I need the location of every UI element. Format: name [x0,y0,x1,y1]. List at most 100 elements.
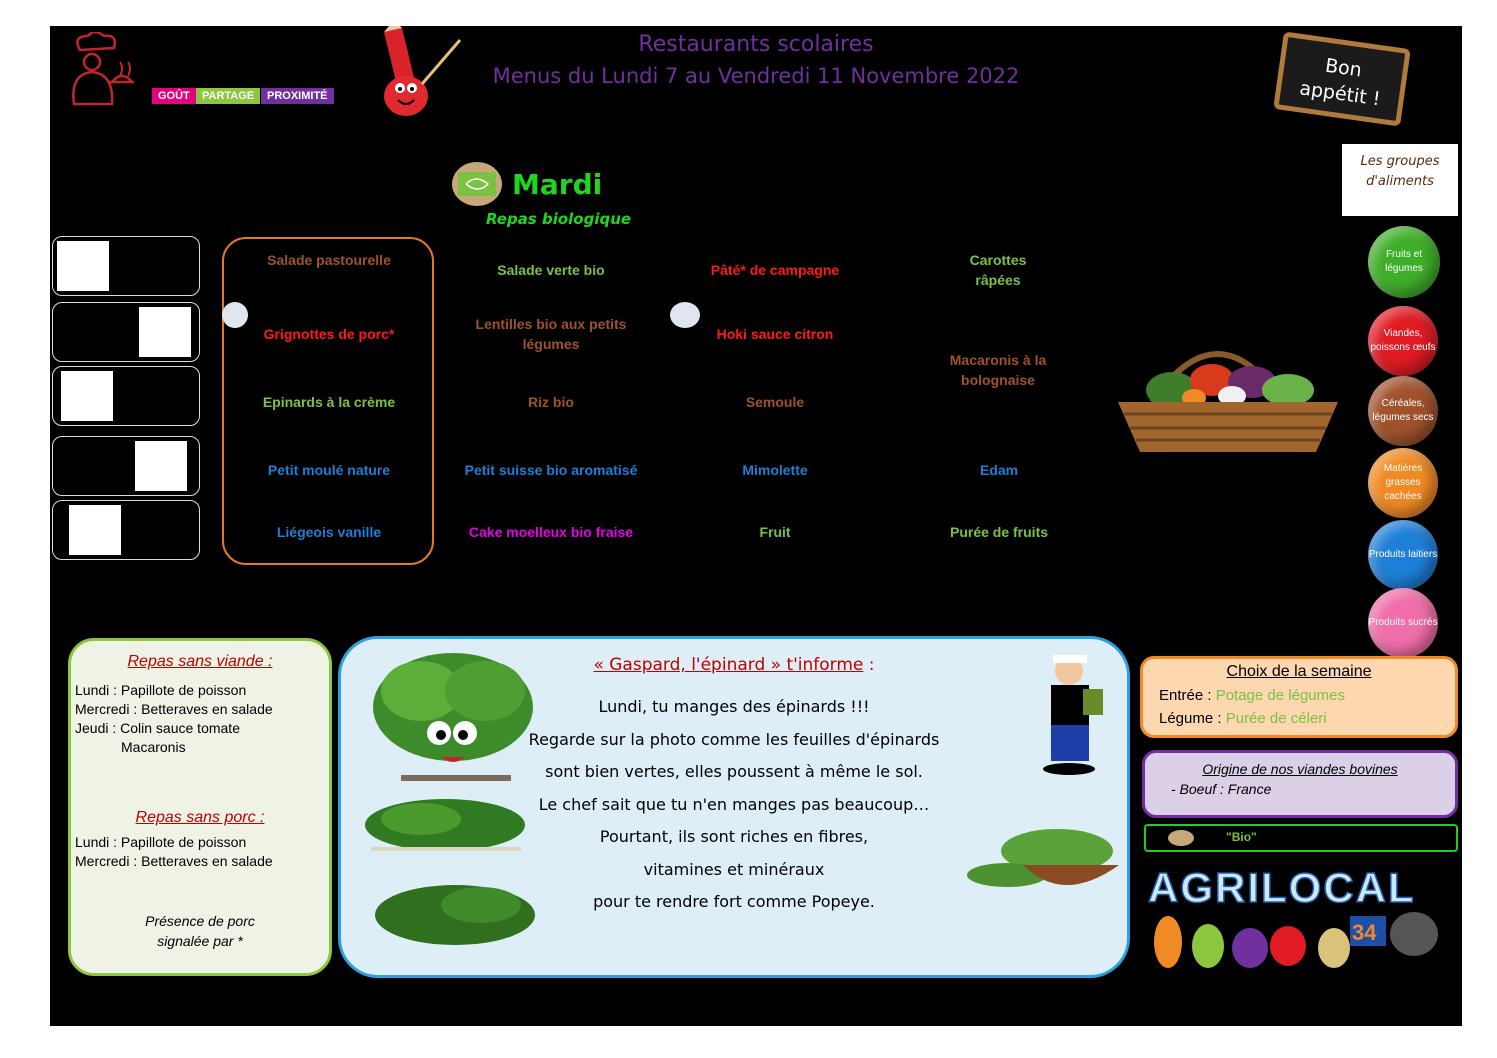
choix-semaine-panel: Choix de la semaine Entrée : Potage de l… [1140,656,1458,738]
menu-col3-row2: Hoki sauce citron [716,326,834,342]
menu-col1-row3: Epinards à la crème [262,394,396,410]
menu-col2-row1: Salade verte bio [497,262,605,278]
menu-col1-row1: Salade pastourelle [267,252,391,268]
choix-entree-value: Potage de légumes [1215,687,1345,704]
sans-viande-line: Lundi : Papillote de poisson [75,682,247,698]
group-produits-sucres: Produits sucrés [1368,588,1438,658]
gaspard-heading: « Gaspard, l'épinard » t'informe [593,655,864,675]
choix-legume-label: Légume : [1159,710,1222,727]
menu-col4-row1: Carottes râpées [969,252,1027,288]
choix-entree-label: Entrée : [1159,687,1212,704]
origine-heading: Origine de nos viandes bovines [1202,761,1398,777]
gaspard-text: Lundi, tu manges des épinards !!! Regard… [441,691,1027,919]
bio-logo-icon [452,162,502,206]
group-produits-laitiers: Produits laitiers [1368,520,1438,590]
origine-viandes-panel: Origine de nos viandes bovines - Boeuf :… [1142,750,1458,818]
menu-col3-row4: Mimolette [742,462,808,478]
row-dessert-box [52,500,200,560]
chef-oven-icon [61,371,113,421]
spinach-mascot-icon [373,653,533,781]
menu-col4-row3: Edam [979,462,1019,478]
gaspard-line: Lundi, tu manges des épinards !!! [598,697,870,716]
menu-col2-row3: Riz bio [528,394,574,410]
sans-viande-heading: Repas sans viande : [127,653,273,670]
bio-legend-label: "Bio" [1226,830,1257,844]
sans-porc-line: Mercredi : Betteraves en salade [75,853,273,869]
spinach-bowl-icon [967,829,1119,887]
agrilocal-vegetables-icon [1154,912,1438,968]
pencil-mascot-icon [384,26,462,116]
menu-col1-row2: Grignottes de porc* [263,326,395,342]
porc-label-icon [222,302,248,328]
menu-col4-row2: Macaronis à la bolognaise [949,352,1047,388]
menu-col1-row5: Liégeois vanille [276,524,382,540]
menu-col3-row1: Pâté* de campagne [710,262,840,278]
tag-gout: GOÛT [152,88,196,104]
sans-porc-list: Lundi : Papillote de poisson Mercredi : … [75,833,273,871]
menu-col4-row4: Purée de fruits [949,524,1049,540]
gaspard-line: sont bien vertes, elles poussent à même … [545,762,923,781]
sans-viande-list: Lundi : Papillote de poisson Mercredi : … [75,681,273,757]
vegetable-basket-icon [1118,351,1338,452]
chef-cook-icon [135,441,187,491]
group-viandes: Viandes, poissons œufs [1368,306,1438,376]
menu-col2-row4: Petit suisse bio aromatisé [464,462,638,478]
page-subtitle: Menus du Lundi 7 au Vendredi 11 Novembre… [492,64,1020,88]
bio-legend-icon [1168,830,1194,846]
agrilocal-number: 34 [1352,920,1377,945]
gaspard-line: Pourtant, ils sont riches en fibres, [599,827,869,846]
gaspard-line: vitamines et minéraux [643,859,825,879]
chef-serving-icon [57,241,109,291]
menu-col3-row3: Semoule [745,394,805,410]
orange-column-frame [222,237,434,565]
menu-col2-row5: Cake moelleux bio fraise [468,524,634,540]
origine-line: - Boeuf : France [1171,781,1272,797]
choix-legume: Légume : Purée de céleri [1159,710,1327,727]
gaspard-line: Regarde sur la photo comme les feuilles … [528,729,940,749]
chef-plate-icon [139,307,191,357]
repas-alternatifs-panel: Repas sans viande : Lundi : Papillote de… [68,638,332,976]
chef-logo-icon [72,32,134,106]
row-accompagnement-box [52,366,200,426]
day-title: Mardi [512,168,603,201]
menu-col1-row4: Petit moulé nature [267,462,391,478]
agrilocal-name: AGRILOCAL [1147,863,1416,912]
popeye-icon [1043,655,1103,775]
spinach-leaves-icon [375,885,535,945]
groupes-aliments-heading: Les groupes d'aliments [1342,144,1458,216]
spinach-bunch-icon [365,799,525,851]
menu-page: GOÛT PARTAGE PROXIMITÉ Restaurants scola… [50,26,1462,1026]
choix-entree: Entrée : Potage de légumes [1159,687,1345,704]
choix-legume-value: Purée de céleri [1225,710,1327,727]
row-plat-box [52,302,200,362]
sans-viande-line: Mercredi : Betteraves en salade [75,701,273,717]
tag-partage: PARTAGE [196,88,261,104]
menu-col3-row5: Fruit [759,524,791,540]
chef-girl-icon [69,505,121,555]
sans-viande-line: Macaronis [121,739,186,755]
tag-proximite: PROXIMITÉ [261,88,334,104]
sans-viande-line: Jeudi : Colin sauce tomate [75,720,240,736]
row-laitage-box [52,436,200,496]
sans-porc-line: Lundi : Papillote de poisson [75,834,247,850]
sans-porc-heading: Repas sans porc : [135,809,265,826]
gaspard-info-panel: « Gaspard, l'épinard » t'informe : Lundi… [338,636,1130,978]
gaspard-heading-colon: : [868,655,875,675]
group-cereales: Céréales, légumes secs [1368,376,1438,446]
day-note: Repas biologique [486,210,632,228]
porc-note-line: signalée par * [157,933,243,949]
agrilocal-logo: AGRILOCAL 34 [1138,862,1460,972]
gaspard-line: Le chef sait que tu n'en manges pas beau… [538,794,930,814]
gaspard-line: pour te rendre fort comme Popeye. [593,892,875,911]
group-fruits-legumes: Fruits et légumes [1368,226,1440,298]
choix-heading: Choix de la semaine [1226,663,1372,680]
bon-appetit-board: Bon appétit ! [1273,31,1411,127]
porc-note: Présence de porc signalée par * [71,911,329,951]
porc-note-line: Présence de porc [145,913,255,929]
page-title: Restaurants scolaires [638,32,874,57]
row-entree-box [52,236,200,296]
menu-col2-row2: Lentilles bio aux petits légumes [475,316,627,352]
gaspard-heading-row: « Gaspard, l'épinard » t'informe : [341,655,1127,675]
peche-label-icon [670,302,700,328]
group-matieres-grasses: Matières grasses cachées [1368,448,1438,518]
